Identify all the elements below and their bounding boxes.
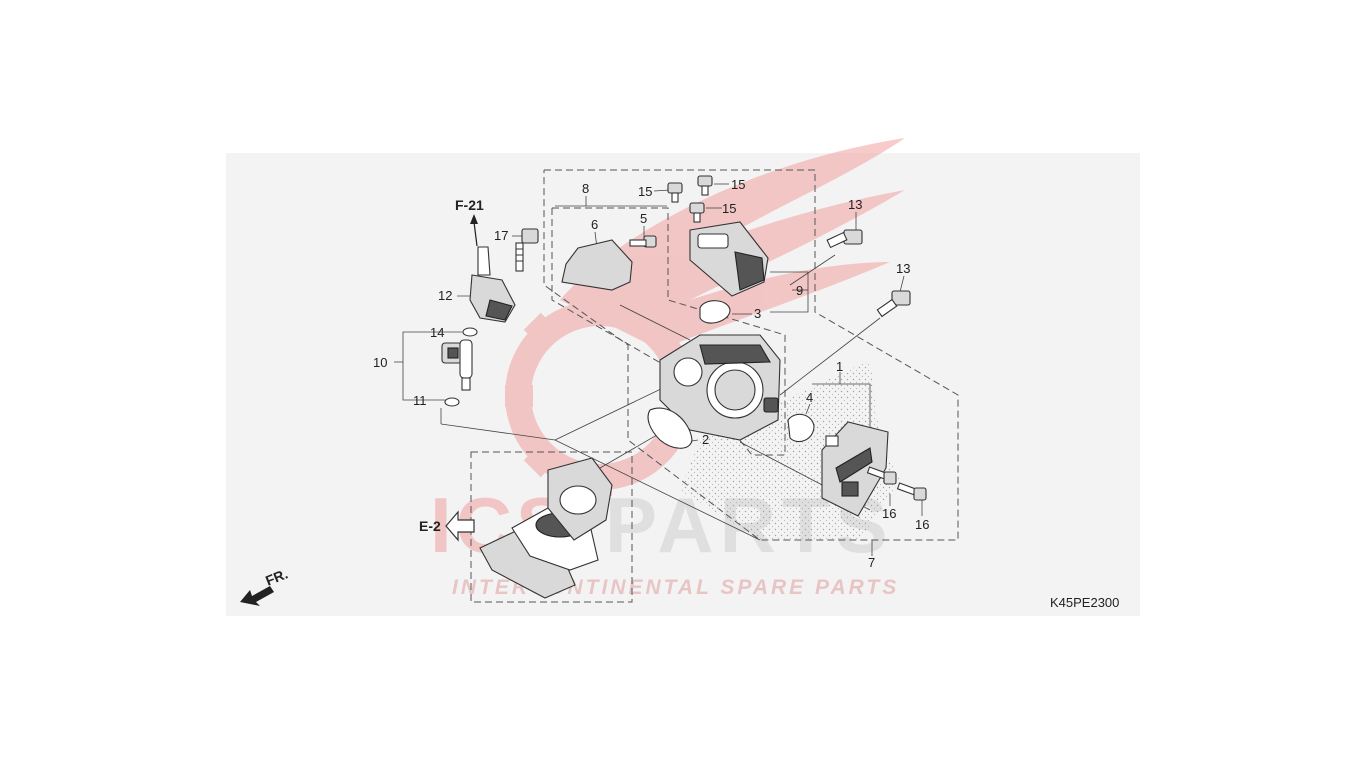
bracket-6-icon (561, 239, 633, 291)
injector-holder-12-icon (469, 246, 516, 323)
callout-5: 5 (640, 211, 647, 226)
assembly-outlines (470, 169, 959, 603)
callout-2: 2 (702, 432, 709, 447)
intake-outline (470, 451, 633, 603)
gasket-3-icon (699, 300, 731, 324)
callout-7: 7 (868, 555, 875, 570)
intake-pipe-icon (479, 457, 613, 599)
callout-6: 6 (591, 217, 598, 232)
callout-11: 11 (413, 393, 427, 408)
screw-5-icon (629, 235, 657, 248)
sensor-unit-1-icon (821, 421, 889, 517)
ref-fr-label: FR. (263, 565, 290, 588)
callout-14: 14 (430, 325, 444, 340)
callout-15-a: 15 (638, 184, 652, 199)
parts (240, 175, 927, 606)
callout-9: 9 (796, 283, 803, 298)
callout-1: 1 (836, 359, 843, 374)
e2-arrow-icon (445, 510, 475, 542)
gasket-2-icon (647, 407, 693, 449)
oring-4-icon (787, 413, 815, 443)
screw-16-b-icon (896, 482, 927, 501)
bolt-13-b-icon (876, 290, 911, 318)
callout-17: 17 (494, 228, 508, 243)
oring-11-icon (444, 397, 460, 407)
diagram-code: K45PE2300 (1050, 595, 1119, 610)
callout-15-c: 15 (722, 201, 736, 216)
callout-10: 10 (373, 355, 387, 370)
callout-12: 12 (438, 288, 452, 303)
injector-10-icon (441, 339, 473, 391)
callout-16-b: 16 (915, 517, 929, 532)
callout-13-lower: 13 (896, 261, 910, 276)
assembly-7-outline (543, 169, 959, 541)
ref-e2-label: E-2 (419, 518, 441, 534)
assembly-8-outline (551, 207, 786, 456)
f21-arrow-icon (470, 214, 478, 247)
sensor-housing-9-icon (689, 221, 769, 297)
screw-15-c-icon (689, 202, 705, 223)
bolt-13-a-icon (826, 229, 863, 249)
callout-3: 3 (754, 306, 761, 321)
screw-15-a-icon (667, 182, 683, 203)
throttle-body-icon (659, 334, 781, 441)
screw-16-a-icon (866, 466, 897, 485)
callout-4: 4 (806, 390, 813, 405)
callout-15-b: 15 (731, 177, 745, 192)
screw-15-b-icon (697, 175, 713, 196)
front-arrow-icon (240, 586, 274, 606)
callout-13-upper: 13 (848, 197, 862, 212)
callout-8: 8 (582, 181, 589, 196)
oring-14-icon (462, 327, 478, 337)
ref-f21-label: F-21 (455, 197, 484, 213)
bolt-17-icon (515, 228, 539, 272)
callout-16-a: 16 (882, 506, 896, 521)
